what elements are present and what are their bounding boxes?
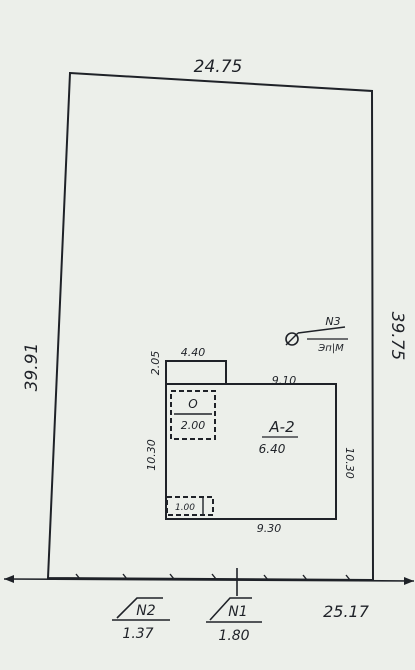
marker-3-sublabel: Эп|М <box>317 343 344 354</box>
plot-right-length: 39.75 <box>387 312 407 361</box>
annex-depth: 2.05 <box>149 351 162 376</box>
marker-2-value: 1.37 <box>122 626 153 642</box>
inner-room-value: 2.00 <box>181 419 206 432</box>
baseline-ticks <box>75 573 351 581</box>
house-label: А-2 <box>268 418 294 436</box>
porch-value: 1.00 <box>175 503 195 513</box>
baseline <box>3 578 415 582</box>
marker-1-symbol <box>209 597 252 621</box>
inner-room-outline <box>170 390 216 440</box>
marker-3-symbol <box>285 332 299 346</box>
marker-1-label: N1 <box>228 604 247 620</box>
plot-bottom-right-length: 25.17 <box>323 602 370 621</box>
inner-room-label: О <box>188 397 197 411</box>
baseline-arrow-left <box>4 575 14 583</box>
house-top-width: 9.10 <box>272 374 297 387</box>
marker-3-label: N3 <box>325 315 340 328</box>
annex-width: 4.40 <box>181 346 206 359</box>
marker-3-slash <box>285 332 299 346</box>
baseline-arrow-right <box>404 577 414 585</box>
marker-2-label: N2 <box>136 603 155 619</box>
annex-outline <box>165 360 227 385</box>
house-left-depth: 10.30 <box>145 439 158 471</box>
marker-3-leader <box>297 326 346 334</box>
plot-top-length: 24.75 <box>194 57 243 77</box>
house-bottom-width: 9.30 <box>257 522 282 535</box>
house-right-depth: 10.30 <box>343 447 356 479</box>
house-floors: 6.40 <box>259 442 286 456</box>
marker-2-symbol <box>116 597 163 619</box>
plot-left-length: 39.91 <box>22 343 42 392</box>
house-outline <box>165 383 337 520</box>
marker-1-value: 1.80 <box>218 628 249 644</box>
plot-boundary <box>46 71 375 582</box>
